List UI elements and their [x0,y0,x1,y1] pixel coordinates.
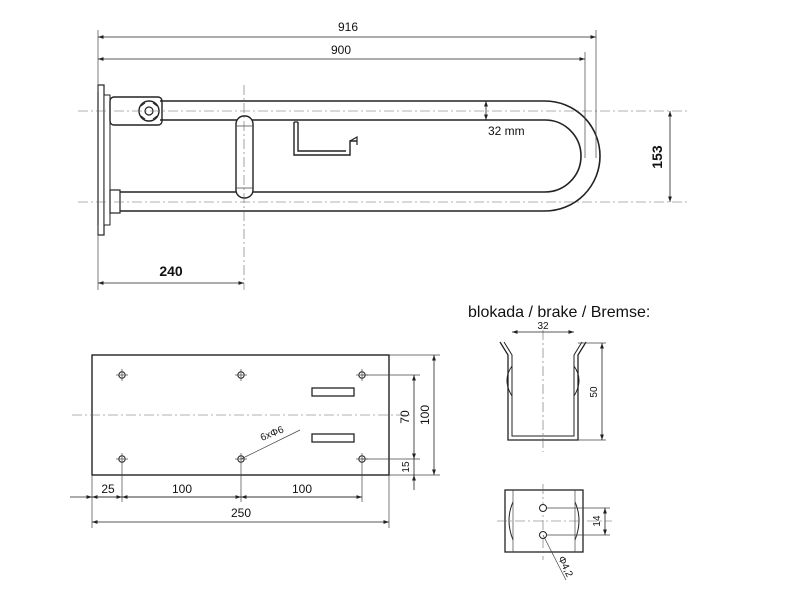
dim-tube-diameter: 32 mm [488,124,525,138]
mounting-hole [116,453,128,465]
dim-bottom-offset: 15 [401,461,412,473]
paper-holder [293,122,357,156]
slot [311,433,355,443]
vertical-grip [235,115,254,199]
mounting-hole [116,369,128,381]
dim-brake-height: 50 [589,386,600,398]
dim-hole-vertical: 70 [398,410,412,424]
brake-heading: blokada / brake / Bremse: [468,304,650,321]
dim-plate-width: 250 [231,506,251,520]
dim-brake-hole-diameter: Φ4,2 [555,555,574,580]
brake-hole [539,504,547,512]
dim-edge-offset: 25 [101,482,115,496]
slot [311,387,355,397]
side-view: 916 900 32 mm 153 240 [78,20,690,290]
dim-height: 153 [649,145,665,169]
dim-plate-height: 100 [418,405,432,425]
dim-overall-length: 916 [338,20,358,34]
upper-tube [160,100,601,212]
dim-brake-hole-spacing: 14 [592,515,603,527]
dim-brake-width: 32 [537,321,549,332]
brake-view: blokada / brake / Bremse: 32 50 14 Φ4,2 [468,304,650,581]
dim-inner-length: 900 [331,43,351,57]
dim-offset: 240 [159,263,183,279]
dim-spacing-1: 100 [172,482,192,496]
wall-plate [97,84,105,236]
base-plate-view: 6xΦ6 25 100 100 250 70 100 15 [70,354,440,528]
dim-spacing-2: 100 [292,482,312,496]
mounting-hole [235,369,247,381]
